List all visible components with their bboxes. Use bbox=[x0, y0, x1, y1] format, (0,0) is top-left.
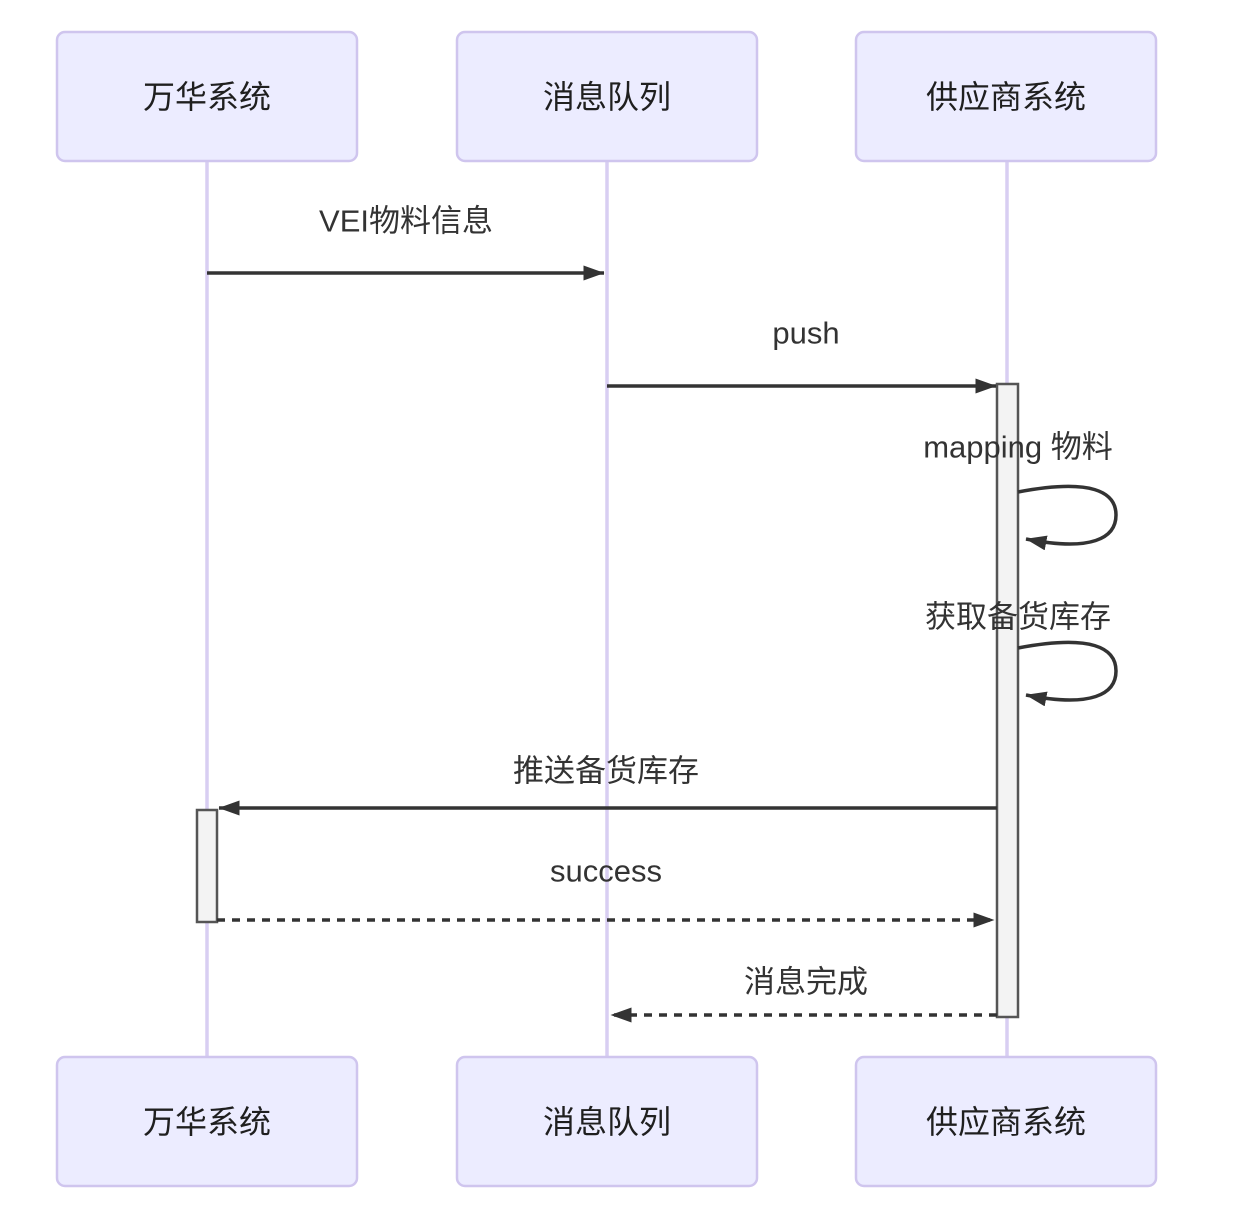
actor-top-supplier: 供应商系统 bbox=[854, 30, 1158, 163]
actor-label-queue: 消息队列 bbox=[543, 79, 671, 115]
message-label-vei-material-info: VEI物料信息 bbox=[319, 204, 493, 239]
actor-boxes-bottom: 万华系统 消息队列 供应商系统 bbox=[55, 1055, 1158, 1188]
actor-label-supplier: 供应商系统 bbox=[926, 1104, 1086, 1140]
actor-box bbox=[455, 30, 759, 163]
activation-bars bbox=[195, 382, 1020, 1019]
actor-label-queue: 消息队列 bbox=[543, 1104, 671, 1140]
actor-bottom-wanhua: 万华系统 bbox=[55, 1055, 359, 1188]
activation-bar-wanhua bbox=[195, 808, 219, 924]
actor-label-wanhua: 万华系统 bbox=[143, 79, 271, 115]
actor-bottom-queue: 消息队列 bbox=[455, 1055, 759, 1188]
activation-bar-supplier bbox=[995, 382, 1020, 1019]
actor-top-wanhua: 万华系统 bbox=[55, 30, 359, 163]
actor-box bbox=[55, 30, 359, 163]
message-label-push-stock-inventory: 推送备货库存 bbox=[513, 754, 699, 789]
message-selfloop-get-stock-inventory bbox=[1017, 640, 1118, 707]
actor-label-supplier: 供应商系统 bbox=[926, 79, 1086, 115]
message-label-get-stock-inventory: 获取备货库存 bbox=[925, 600, 1111, 635]
actor-boxes-top: 万华系统 消息队列 供应商系统 bbox=[55, 30, 1158, 163]
message-selfloop-mapping-material bbox=[1017, 484, 1118, 551]
lifelines bbox=[205, 161, 1009, 1057]
message-label-mapping-material: mapping 物料 bbox=[923, 430, 1113, 465]
actor-bottom-supplier: 供应商系统 bbox=[854, 1055, 1158, 1188]
message-label-push: push bbox=[772, 316, 839, 351]
actor-box bbox=[854, 1055, 1158, 1188]
actor-box bbox=[55, 1055, 359, 1188]
message-label-message-complete: 消息完成 bbox=[744, 965, 868, 1000]
actor-label-wanhua: 万华系统 bbox=[143, 1104, 271, 1140]
actor-box bbox=[854, 30, 1158, 163]
actor-box bbox=[455, 1055, 759, 1188]
actor-top-queue: 消息队列 bbox=[455, 30, 759, 163]
messages: VEI物料信息 push mapping 物料 获取备货库存 推送备货库存 su… bbox=[207, 204, 1118, 1023]
message-label-success: success bbox=[550, 854, 662, 889]
